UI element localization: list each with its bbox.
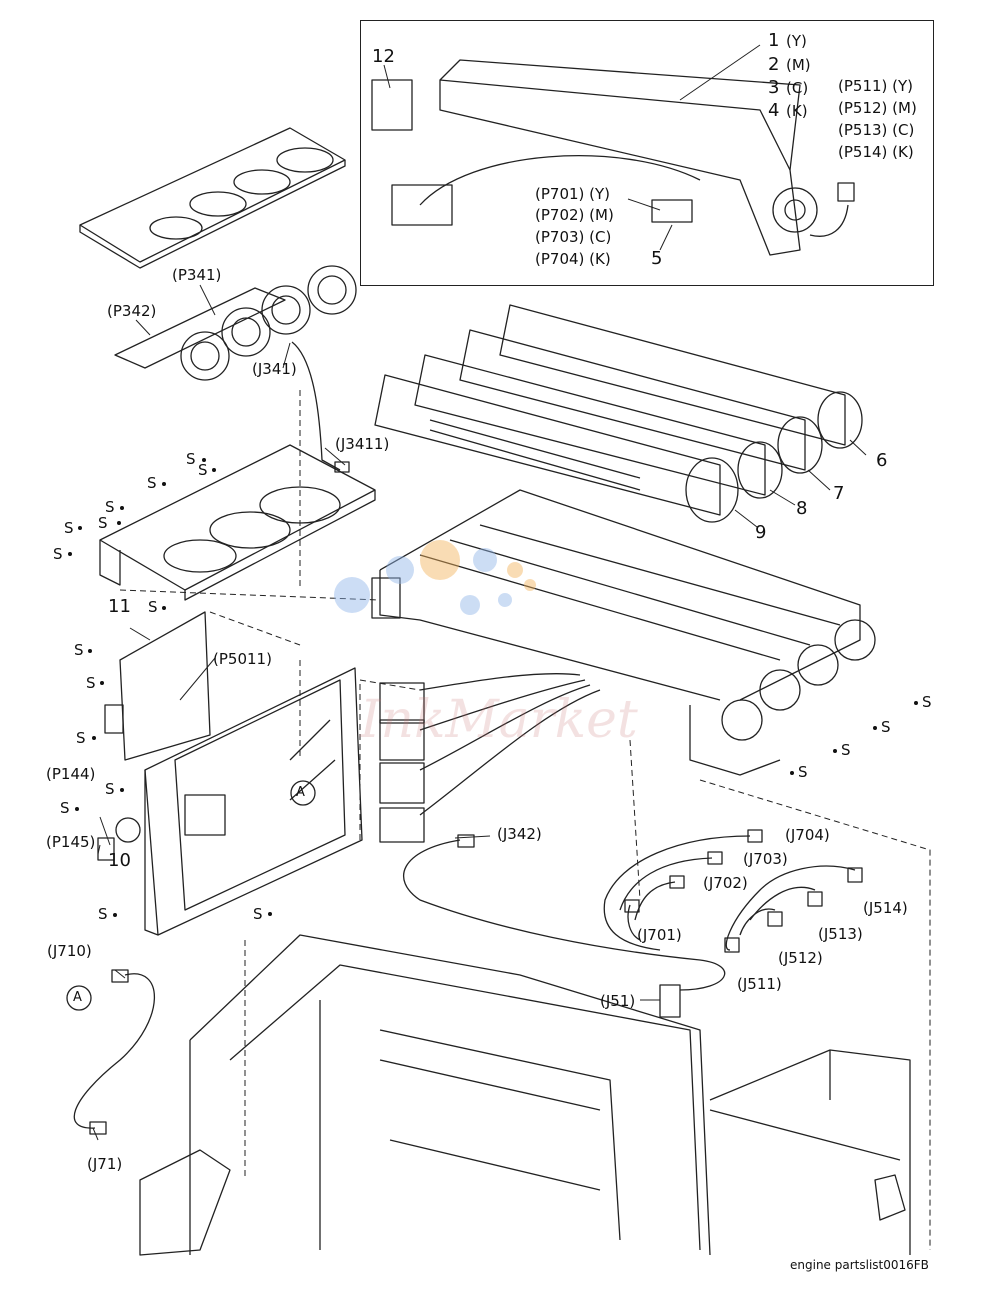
- screw-label: S: [147, 474, 157, 492]
- callout-3-color: (C): [786, 79, 809, 97]
- label-p703: (P703) (C): [535, 228, 612, 246]
- label-p342: (P342): [107, 302, 157, 320]
- screw-label: S: [76, 729, 86, 747]
- label-p701: (P701) (Y): [535, 185, 611, 203]
- callout-10: 10: [108, 850, 131, 871]
- inset-holder: [371, 59, 855, 256]
- label-j701: (J701): [637, 926, 682, 944]
- callout-6: 6: [876, 450, 888, 471]
- screw-label: S: [86, 674, 96, 692]
- label-p5011: (P5011): [213, 650, 272, 668]
- callout-9: 9: [755, 522, 767, 543]
- label-j710: (J710): [47, 942, 92, 960]
- base-chassis: [139, 934, 911, 1256]
- footer-caption: engine partslist0016FB: [790, 1258, 929, 1272]
- screw-label: S: [798, 763, 808, 781]
- screw-label: S: [60, 799, 70, 817]
- label-p144: (P144): [46, 765, 96, 783]
- screw-label: S: [186, 450, 196, 468]
- callout-8: 8: [796, 498, 808, 519]
- screw-label: S: [64, 519, 74, 537]
- label-j703: (J703): [743, 850, 788, 868]
- label-p511: (P511) (Y): [838, 77, 914, 95]
- connector-bundle: [379, 673, 601, 843]
- watermark-text: InkMarket: [360, 690, 638, 750]
- screw-label: S: [881, 718, 891, 736]
- screw-label: S: [105, 780, 115, 798]
- cable-j710: [73, 969, 155, 1135]
- label-j51: (J51): [600, 992, 636, 1010]
- callout-11: 11: [108, 596, 131, 617]
- label-j513: (J513): [818, 925, 863, 943]
- screw-label: S: [841, 741, 851, 759]
- label-p704: (P704) (K): [535, 250, 611, 268]
- cover-plate: [79, 127, 346, 269]
- label-j511: (J511): [737, 975, 782, 993]
- callout-1: 1: [768, 30, 780, 51]
- circuit-board: [104, 611, 211, 761]
- holder-assembly: [371, 489, 876, 776]
- inset-frame: [360, 20, 934, 286]
- screw-label: S: [98, 514, 108, 532]
- label-j514: (J514): [863, 899, 908, 917]
- screw-label: S: [74, 641, 84, 659]
- sensor-board: [114, 265, 357, 473]
- callout-3: 3: [768, 77, 780, 98]
- screw-label: S: [53, 545, 63, 563]
- label-p512: (P512) (M): [838, 99, 917, 117]
- toner-cartridges: [374, 304, 863, 523]
- screw-label: S: [922, 693, 932, 711]
- watermark-logo: [334, 540, 536, 615]
- label-p341: (P341): [172, 266, 222, 284]
- screw-label: S: [253, 905, 263, 923]
- label-j71: (J71): [87, 1155, 123, 1173]
- cable-j342: [403, 834, 726, 1018]
- callout-7: 7: [833, 483, 845, 504]
- callout-a-cable: A: [73, 990, 82, 1005]
- callout-a-bracket: A: [296, 785, 305, 800]
- label-p513: (P513) (C): [838, 121, 915, 139]
- label-p702: (P702) (M): [535, 206, 614, 224]
- label-p514: (P514) (K): [838, 143, 914, 161]
- label-j342: (J342): [497, 825, 542, 843]
- callout-2: 2: [768, 54, 780, 75]
- screw-label: S: [148, 598, 158, 616]
- screw-label: S: [105, 498, 115, 516]
- label-j512: (J512): [778, 949, 823, 967]
- drive-bracket: [97, 667, 363, 936]
- callout-12: 12: [372, 46, 395, 67]
- callout-4: 4: [768, 100, 780, 121]
- callout-2-color: (M): [786, 56, 811, 74]
- frame-plate: [99, 444, 376, 601]
- label-j704: (J704): [785, 826, 830, 844]
- label-j702: (J702): [703, 874, 748, 892]
- label-j3411: (J3411): [335, 435, 390, 453]
- cable-bundle-j7: [603, 829, 863, 953]
- callout-1-color: (Y): [786, 32, 807, 50]
- callout-5: 5: [651, 248, 663, 269]
- screw-label: S: [198, 461, 208, 479]
- callout-4-color: (K): [786, 102, 808, 120]
- label-j341: (J341): [252, 360, 297, 378]
- screw-label: S: [98, 905, 108, 923]
- label-p145: (P145): [46, 833, 96, 851]
- screw-dots: [68, 458, 918, 917]
